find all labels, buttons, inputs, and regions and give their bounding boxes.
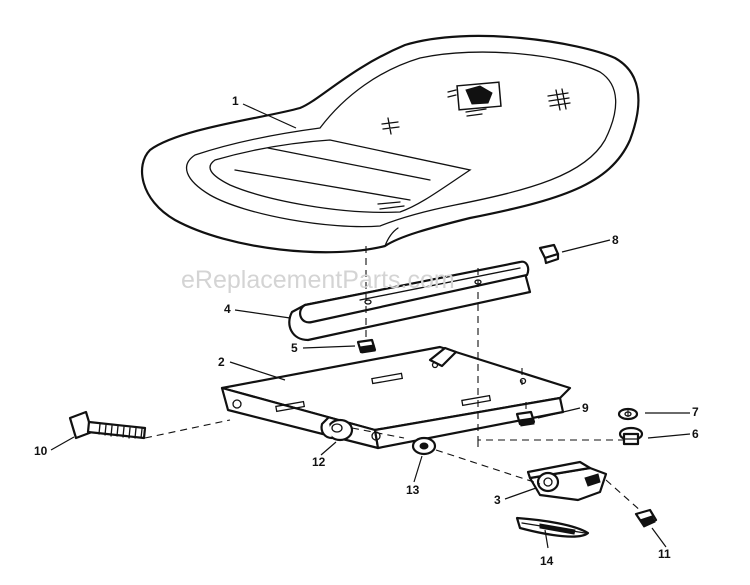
washer-part-13	[411, 436, 437, 456]
nut-part-8	[538, 243, 560, 265]
nut-part-5	[356, 338, 377, 354]
watermark-text: eReplacementParts.com	[181, 266, 455, 294]
callout-2: 2	[218, 355, 225, 369]
callout-14: 14	[540, 554, 554, 568]
callout-11: 11	[658, 547, 671, 561]
nut-part-11	[634, 508, 658, 528]
callout-13: 13	[406, 483, 420, 497]
mounting-plate-part-2	[220, 345, 572, 450]
callout-7: 7	[692, 405, 699, 419]
callout-labels: 1 2 3 4 5 6 7 8 9 10 11 12 13 14	[34, 94, 699, 568]
bolt-part-10	[68, 410, 147, 440]
pivot-bracket-part-3	[526, 460, 608, 502]
seat-part-1	[141, 34, 640, 254]
leader-lines	[50, 103, 691, 549]
clip-pin-part-14	[515, 516, 590, 538]
callout-4: 4	[224, 302, 231, 316]
callout-5: 5	[291, 341, 298, 355]
callout-1: 1	[232, 94, 239, 108]
nut-part-9	[515, 410, 536, 427]
callout-8: 8	[612, 233, 619, 247]
callout-10: 10	[34, 444, 48, 458]
seat-spring-part-4	[288, 260, 532, 342]
callout-12: 12	[312, 455, 326, 469]
callout-3: 3	[494, 493, 501, 507]
assembly-guide-lines	[144, 246, 643, 513]
bushing-part-12	[320, 416, 354, 442]
carriage-bolt-part-6	[618, 426, 644, 446]
callout-9: 9	[582, 401, 589, 415]
callout-6: 6	[692, 427, 699, 441]
